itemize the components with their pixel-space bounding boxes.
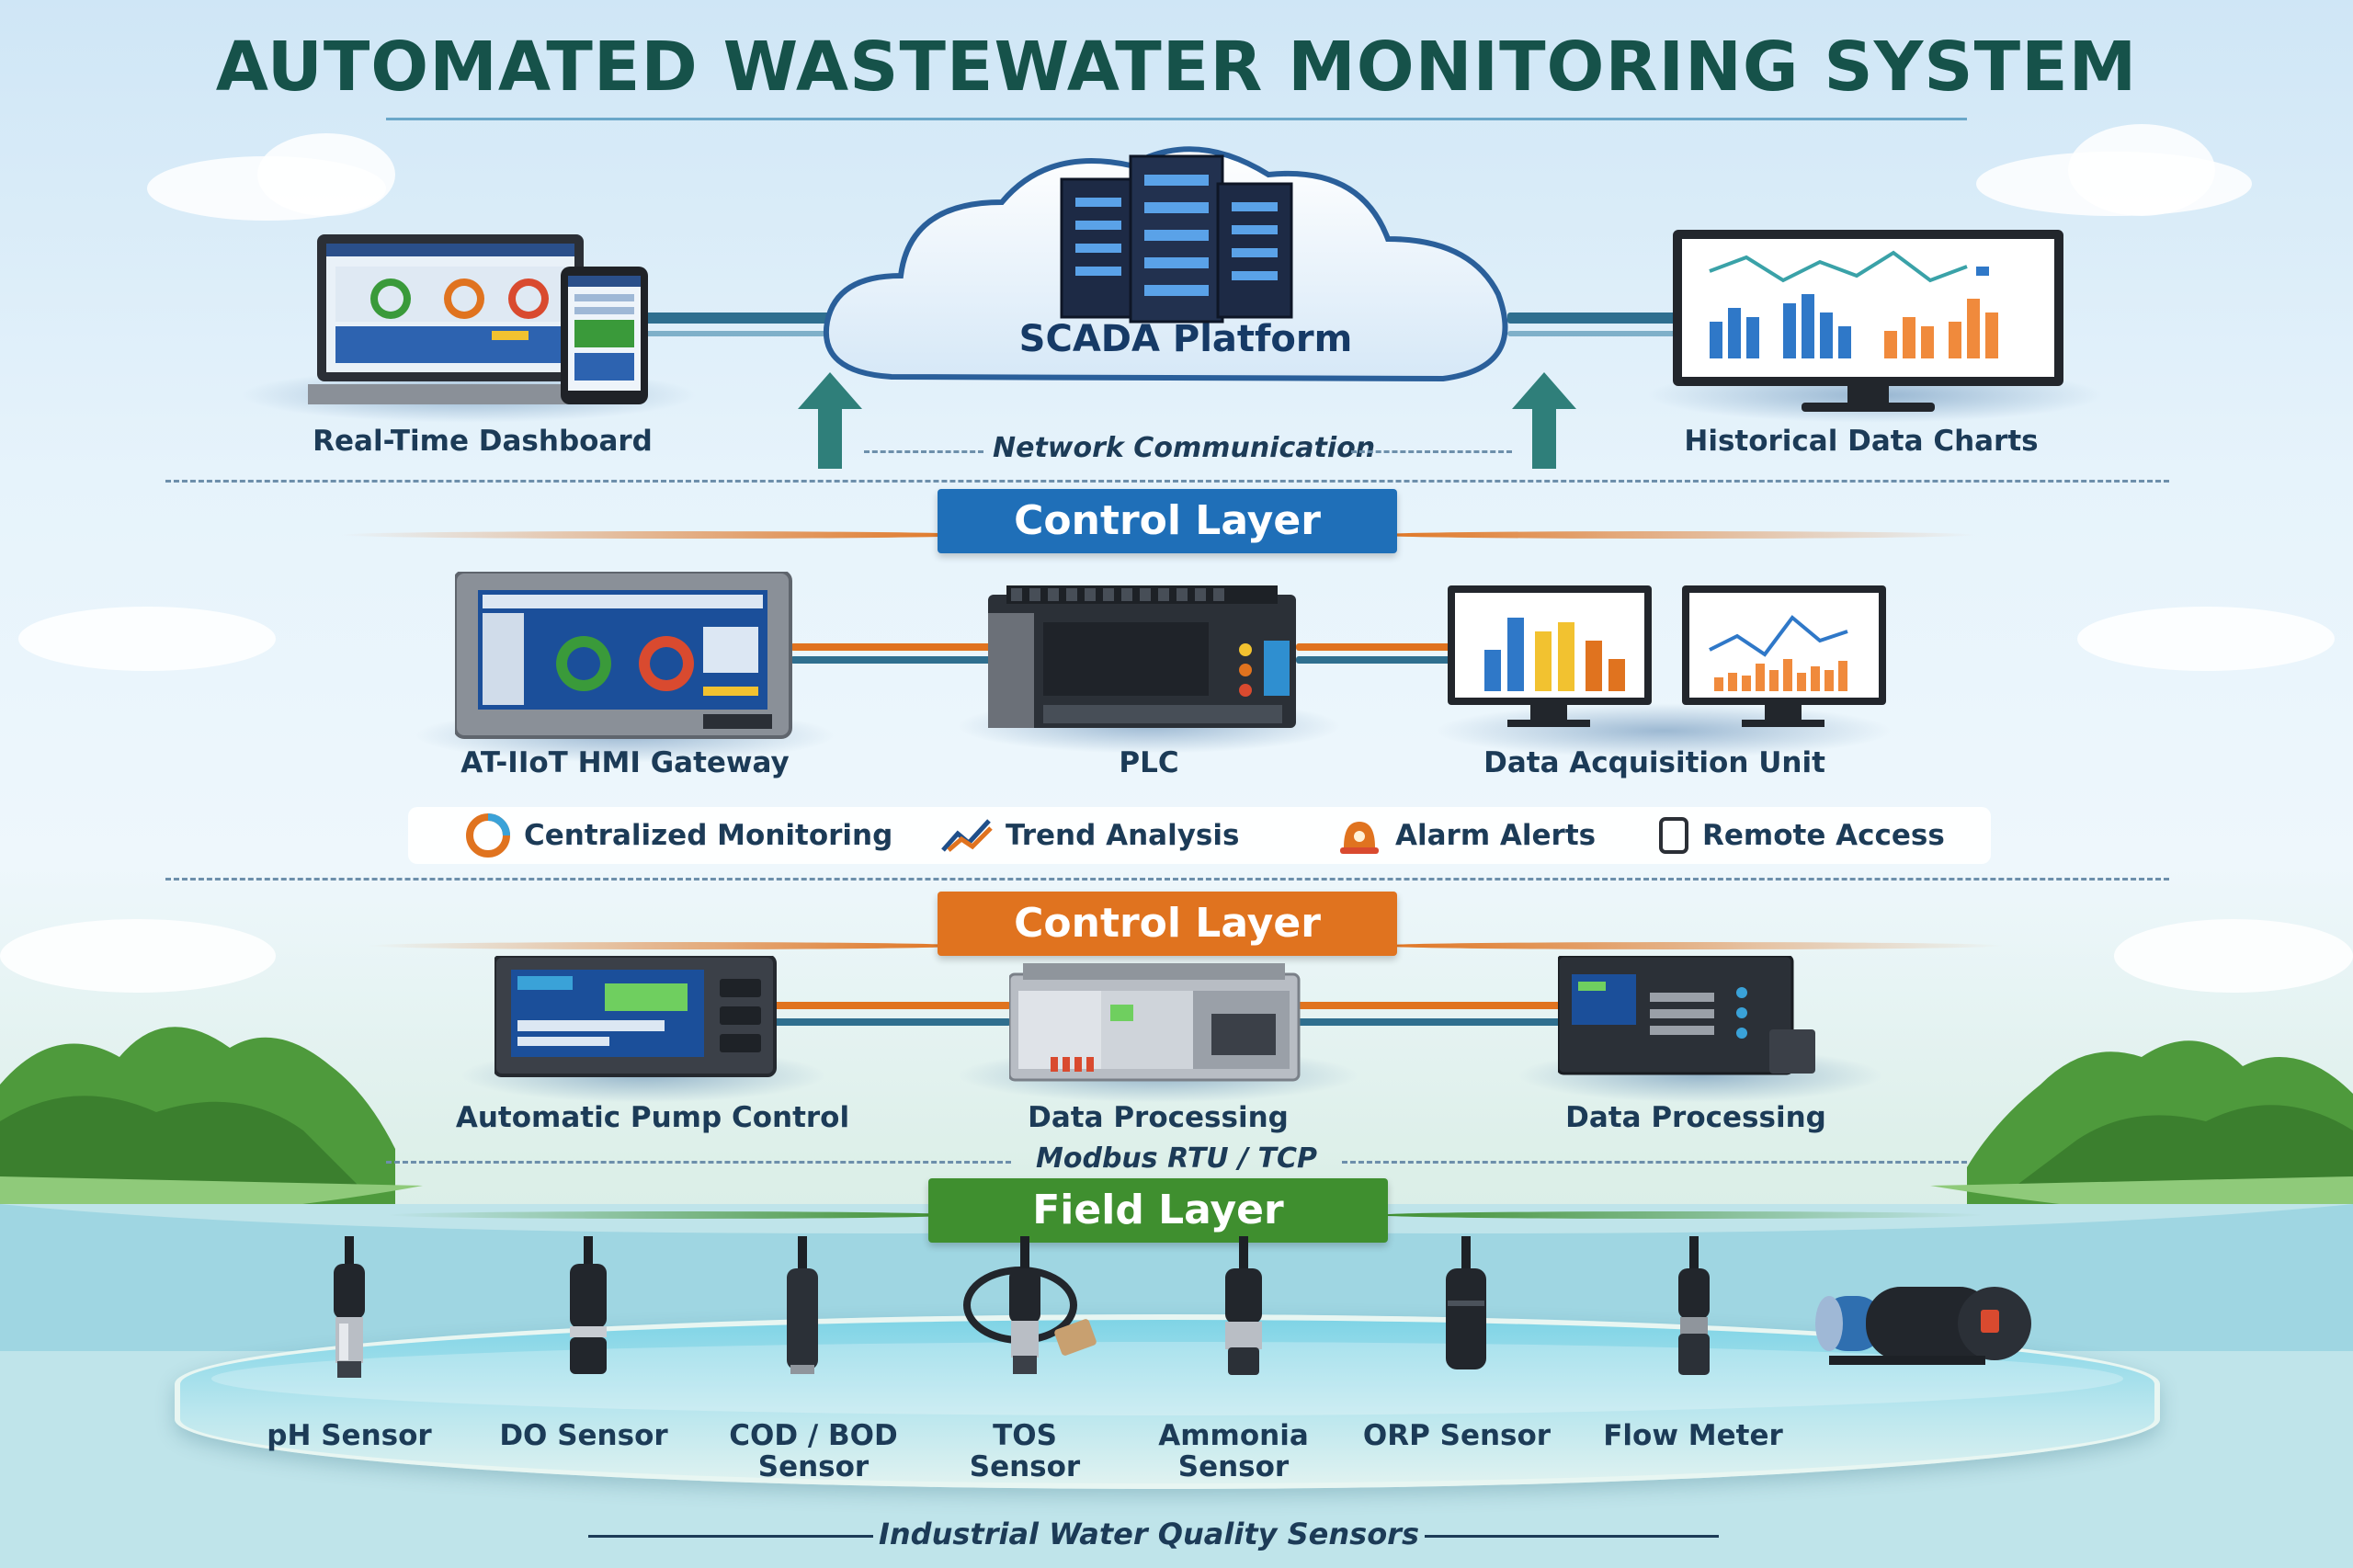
historical-charts-label: Historical Data Charts (1684, 425, 2039, 458)
flow-meter-sensor-icon (1678, 1236, 1710, 1375)
control-layer-banner: Control Layer (938, 892, 1397, 956)
trend-icon (941, 819, 993, 852)
control-layer-banner: Control Layer (938, 489, 1397, 553)
feature-alarm-alerts: Alarm Alerts (1336, 807, 1596, 864)
dashboard-label: Real-Time Dashboard (313, 425, 653, 458)
cod-bod-sensor-icon (787, 1236, 818, 1374)
do-sensor-icon (570, 1236, 607, 1374)
section-divider (165, 878, 2169, 881)
modbus-protocol-label: Modbus RTU / TCP (1036, 1142, 1317, 1175)
section-divider (165, 480, 2169, 483)
background-cloud (2077, 607, 2335, 671)
plc-icon (988, 585, 1296, 728)
data-processing-label: Data Processing (1028, 1101, 1289, 1134)
features-bar: Centralized Monitoring Trend Analysis Al… (408, 807, 1991, 864)
monitoring-icon (466, 813, 510, 858)
data-acquisition-monitors-icon (1448, 585, 1886, 727)
hmi-gateway-label: AT-IIoT HMI Gateway (460, 746, 790, 779)
title-underline (386, 118, 1967, 120)
feature-centralized-monitoring: Centralized Monitoring (465, 807, 892, 864)
scada-cloud-icon (823, 146, 1508, 382)
connector-line (643, 331, 846, 336)
data-processing-controller-icon (1558, 956, 1815, 1075)
scada-platform-label: SCADA Platform (1018, 318, 1353, 360)
pump-control-label: Automatic Pump Control (455, 1101, 850, 1134)
ammonia-sensor-icon (1225, 1236, 1262, 1375)
network-communication-label: Network Communication (993, 432, 1376, 464)
background-cloud (2114, 919, 2353, 993)
mobile-icon (1659, 817, 1688, 854)
background-cloud (2068, 124, 2215, 216)
hmi-gateway-icon (455, 572, 792, 739)
feature-remote-access: Remote Access (1658, 807, 1945, 864)
background-cloud (257, 133, 395, 216)
orp-sensor-icon (1446, 1236, 1486, 1369)
sensor-label-orp: ORP Sensor (1362, 1419, 1552, 1452)
plc-label: PLC (1119, 746, 1179, 779)
field-layer-banner: Field Layer (928, 1178, 1388, 1243)
connector-line (1507, 331, 1691, 336)
page-title: AUTOMATED WASTEWATER MONITORING SYSTEM (215, 28, 2138, 107)
sensor-label-flow-meter: Flow Meter (1603, 1419, 1783, 1452)
ph-sensor-icon (334, 1236, 365, 1378)
background-cloud (18, 607, 276, 671)
data-processing-label: Data Processing (1565, 1101, 1826, 1134)
alarm-icon (1340, 822, 1379, 854)
historical-charts-monitor-icon (1673, 230, 2063, 412)
sensor-label-ph: pH Sensor (267, 1419, 432, 1452)
data-processing-unit-icon (1009, 963, 1301, 1082)
pump-control-panel-icon (494, 956, 777, 1077)
footer-label: Industrial Water Quality Sensors (878, 1517, 1419, 1551)
feature-trend-analysis: Trend Analysis (941, 807, 1239, 864)
up-arrow-icon (1512, 372, 1576, 469)
up-arrow-icon (798, 372, 862, 469)
tos-sensor-icon (963, 1236, 1097, 1374)
data-acquisition-label: Data Acquisition Unit (1483, 746, 1825, 779)
connector-line (643, 312, 846, 324)
background-cloud (0, 919, 276, 993)
connector-line (1507, 312, 1691, 324)
sensor-label-do: DO Sensor (499, 1419, 668, 1452)
laptop-dashboard-icon (308, 234, 648, 404)
flow-meter-icon (1815, 1287, 2031, 1365)
